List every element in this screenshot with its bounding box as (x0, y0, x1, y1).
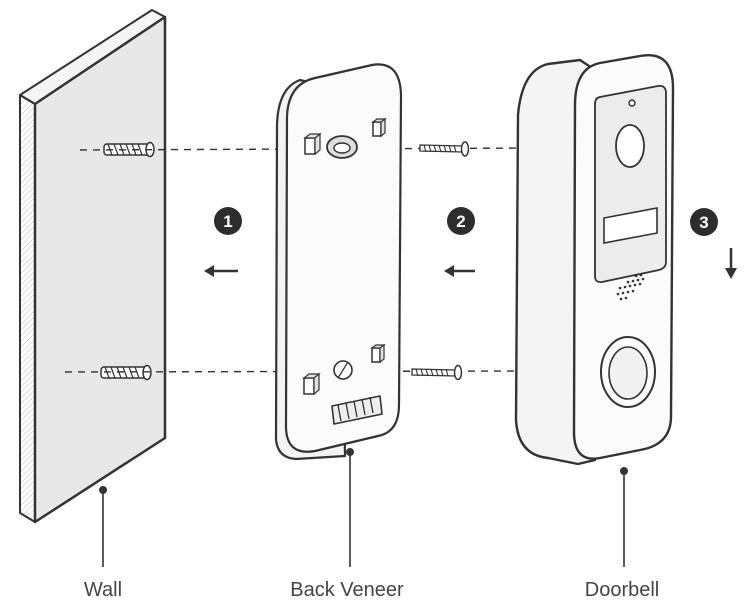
wall-side-edge (19, 94, 36, 523)
screw-hole-lower (333, 360, 353, 380)
callout-back-veneer (346, 448, 354, 567)
arrow-left-icon (204, 265, 238, 277)
step-number: 1 (223, 212, 232, 231)
sensor-window (603, 207, 658, 244)
keyhole-mount (326, 135, 358, 159)
call-button (600, 336, 656, 408)
step-number: 2 (456, 212, 465, 231)
camera-lens (615, 124, 645, 168)
step-3: 3 (690, 208, 737, 279)
screw-lower (411, 364, 463, 381)
arrow-down-icon (725, 248, 737, 279)
step-badge (214, 207, 242, 235)
mounting-clip-lower-right (370, 343, 386, 364)
wire-channel (331, 395, 383, 425)
callout-wall (99, 486, 107, 567)
doorbell (514, 53, 675, 466)
step-number: 3 (699, 213, 708, 232)
step-badge (447, 207, 475, 235)
back-veneer (274, 63, 403, 461)
label-doorbell: Doorbell (585, 579, 659, 601)
arrow-left-icon (444, 265, 475, 277)
step-2: 2 (444, 207, 475, 277)
callout-doorbell (620, 467, 628, 567)
label-back-veneer: Back Veneer (290, 579, 404, 601)
mounting-clip-upper-left (303, 132, 322, 156)
step-1: 1 (204, 207, 242, 277)
mounting-clip-lower-left (302, 372, 321, 396)
wall (19, 9, 167, 524)
speaker-grille (616, 273, 645, 301)
mounting-clip-upper-right (371, 117, 387, 138)
label-wall: Wall (84, 579, 122, 601)
doorbell-faceplate (594, 84, 667, 284)
wall-face (33, 15, 167, 524)
indicator-light (628, 99, 636, 107)
screw-upper (419, 141, 470, 157)
step-badge (690, 208, 718, 236)
